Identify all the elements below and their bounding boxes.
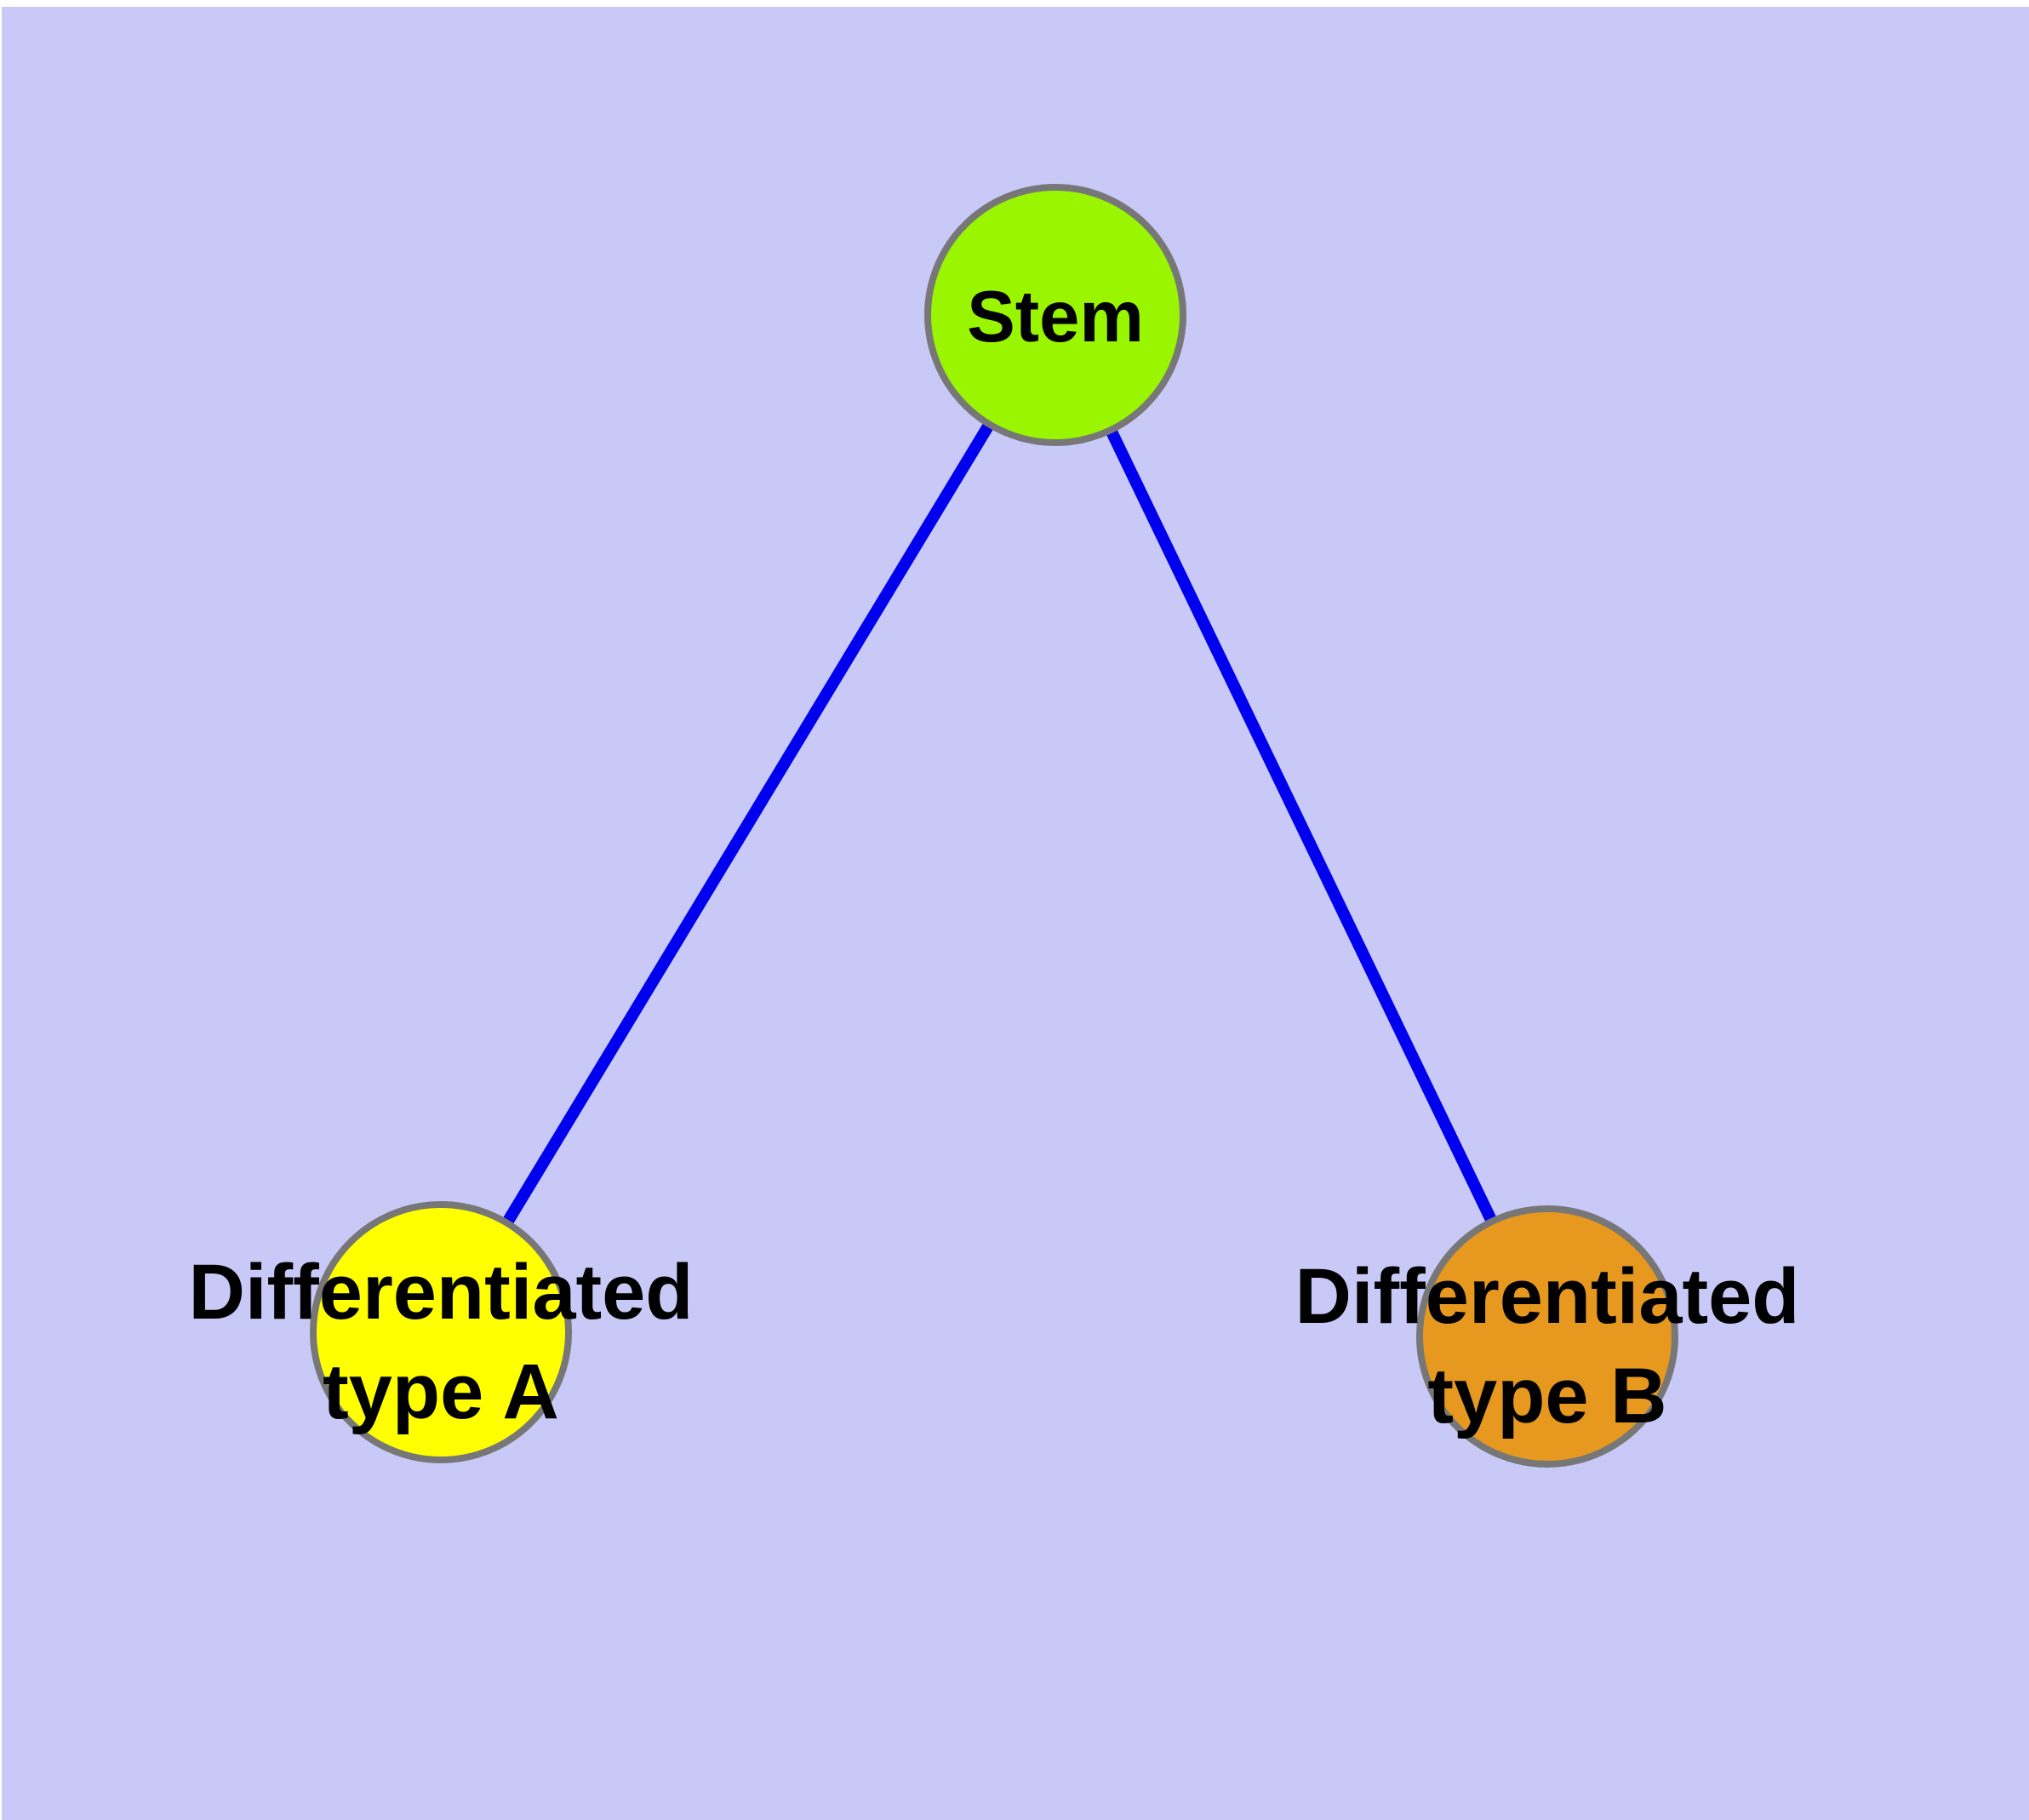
edge-stem-to-differentiated-type-a — [436, 312, 1060, 1336]
node-differentiated-type-a-label: Differentiated type A — [189, 1249, 694, 1435]
node-stem-circle — [924, 184, 1186, 446]
node-differentiated-type-b-label: Differentiated type B — [1295, 1253, 1800, 1439]
node-label-line: type A — [323, 1348, 559, 1435]
edge-stem-to-differentiated-type-b — [1049, 312, 1553, 1340]
node-differentiated-type-b-circle — [1416, 1205, 1678, 1468]
node-label-line: type B — [1427, 1353, 1666, 1439]
node-differentiated-type-a-circle — [310, 1201, 572, 1463]
node-label-line: Stem — [967, 277, 1144, 358]
node-label-line: Differentiated — [1295, 1253, 1800, 1340]
node-stem-label: Stem — [967, 277, 1144, 358]
node-label-line: Differentiated — [189, 1249, 694, 1336]
